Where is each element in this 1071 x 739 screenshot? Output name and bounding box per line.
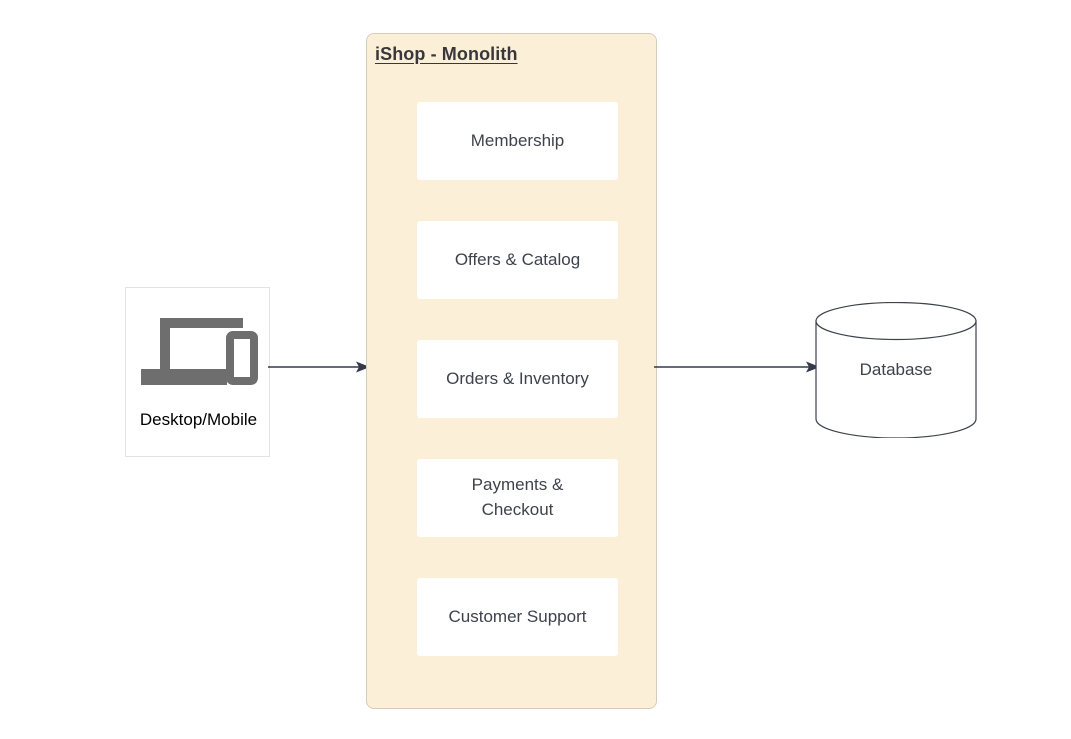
monolith-container[interactable]: iShop - Monolith Membership Offers & Cat… bbox=[366, 33, 657, 709]
monolith-title: iShop - Monolith bbox=[375, 44, 518, 64]
client-node-desktop-mobile[interactable]: Desktop/Mobile bbox=[125, 287, 270, 457]
module-customer-support[interactable]: Customer Support bbox=[417, 578, 618, 656]
database-cylinder-icon bbox=[815, 301, 977, 439]
module-label: Orders & Inventory bbox=[446, 368, 589, 388]
desktop-mobile-icon bbox=[140, 312, 258, 390]
module-payments-checkout[interactable]: Payments &Checkout bbox=[417, 459, 618, 537]
connector-monolith-to-database bbox=[654, 356, 820, 378]
module-offers-catalog[interactable]: Offers & Catalog bbox=[417, 221, 618, 299]
module-list: Membership Offers & Catalog Orders & Inv… bbox=[417, 102, 618, 656]
connector-client-to-monolith bbox=[268, 356, 370, 378]
module-orders-inventory[interactable]: Orders & Inventory bbox=[417, 340, 618, 418]
module-label: Payments &Checkout bbox=[471, 475, 564, 519]
module-membership[interactable]: Membership bbox=[417, 102, 618, 180]
client-node-label: Desktop/Mobile bbox=[139, 410, 258, 429]
module-label: Offers & Catalog bbox=[454, 249, 581, 269]
module-label: Customer Support bbox=[448, 606, 587, 626]
database-node[interactable]: Database bbox=[815, 301, 977, 439]
module-label: Membership bbox=[470, 130, 565, 150]
